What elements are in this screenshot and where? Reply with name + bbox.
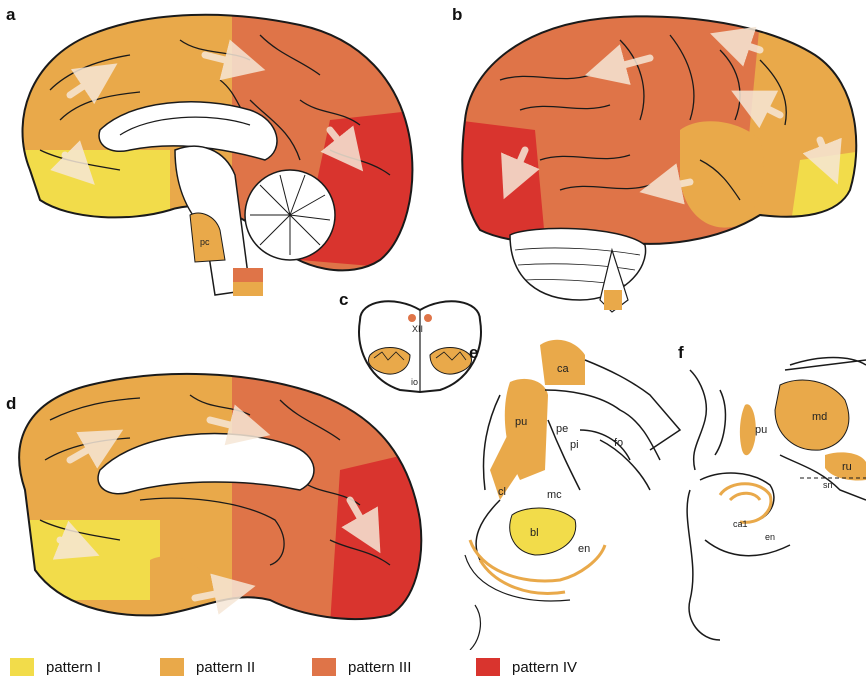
panel-letter-e: e [469, 343, 478, 362]
legend-swatch-pattern-1 [10, 658, 34, 676]
panel-letter-c: c [339, 290, 348, 309]
panel-c-medulla-section [359, 301, 481, 392]
label-ca1: ca1 [733, 519, 748, 529]
label-pi: pi [570, 439, 579, 451]
label-ru: ru [842, 461, 852, 473]
legend-swatch-pattern-2 [160, 658, 184, 676]
label-ca: ca [557, 363, 570, 375]
panel-a-medial-brain [0, 0, 432, 300]
label-io: io [411, 377, 418, 387]
label-md: md [812, 411, 827, 423]
legend-item-pattern-4: pattern IV [476, 655, 577, 679]
label-cl: cl [498, 486, 506, 498]
label-pu-e: pu [515, 416, 527, 428]
legend-item-pattern-3: pattern III [312, 655, 411, 679]
brain-figure: a b c d e f pc XII io ca pu pe pi fo cl … [0, 0, 866, 650]
label-pc: pc [200, 237, 210, 247]
legend-swatch-pattern-3 [312, 658, 336, 676]
label-pe: pe [556, 423, 568, 435]
panel-f-midbrain-section [687, 358, 866, 641]
label-xii: XII [412, 324, 423, 334]
legend-label-pattern-2: pattern II [196, 659, 255, 676]
panel-d-medial-brain [0, 360, 432, 640]
legend-item-pattern-2: pattern II [160, 655, 255, 679]
panel-letter-f: f [678, 343, 684, 362]
label-en-f: en [765, 532, 775, 542]
legend-swatch-pattern-4 [476, 658, 500, 676]
panel-letter-b: b [452, 5, 462, 24]
panel-b-lateral-brain [450, 0, 866, 312]
label-fo: fo [614, 437, 623, 449]
label-mc: mc [547, 489, 562, 501]
label-en-e: en [578, 543, 590, 555]
legend-item-pattern-1: pattern I [10, 655, 101, 679]
legend: pattern I pattern II pattern III pattern… [10, 655, 860, 679]
panel-letter-a: a [6, 5, 16, 24]
label-sn: sn [823, 480, 833, 490]
label-bl: bl [530, 527, 539, 539]
label-pu-f: pu [755, 424, 767, 436]
panel-letter-d: d [6, 394, 16, 413]
legend-label-pattern-3: pattern III [348, 659, 411, 676]
legend-label-pattern-4: pattern IV [512, 659, 577, 676]
legend-label-pattern-1: pattern I [46, 659, 101, 676]
